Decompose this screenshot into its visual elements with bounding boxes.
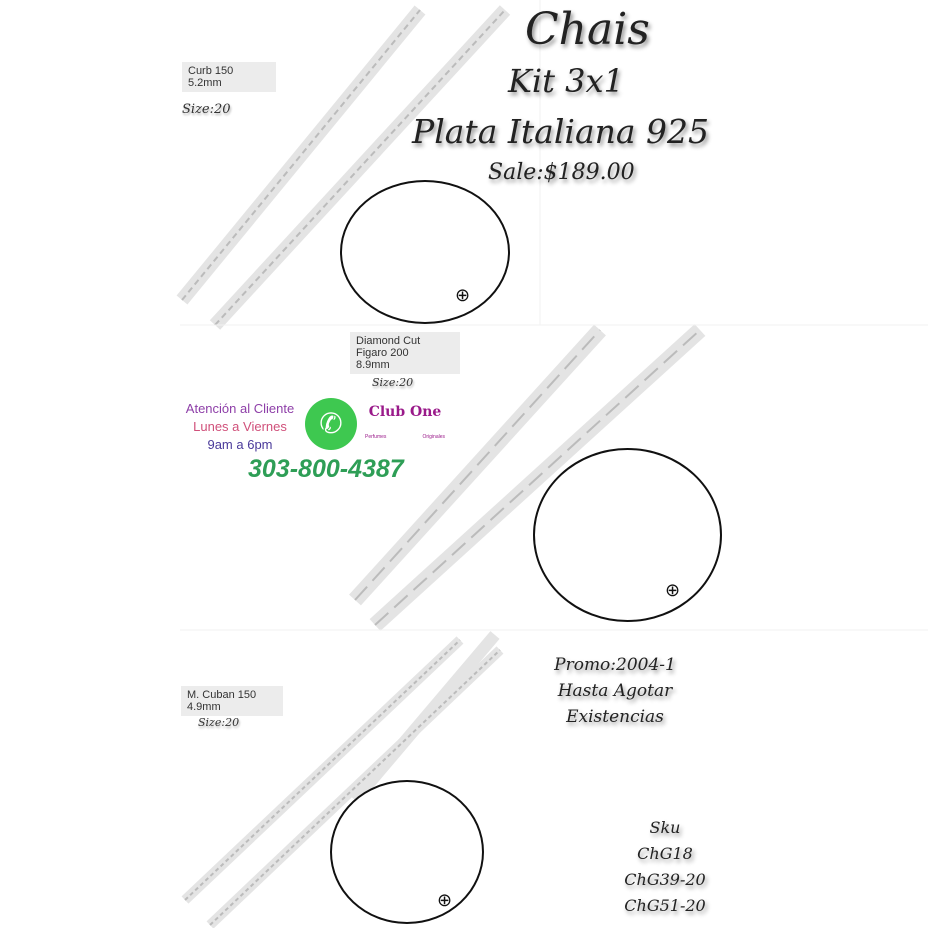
chain-size: Size:20 xyxy=(182,102,231,117)
chain-label-figaro: Diamond Cut Figaro 200 8.9mm xyxy=(350,332,460,374)
kit-text: Kit 3x1 xyxy=(508,62,624,100)
promo-block: Promo:2004-1 Hasta Agotar Existencias xyxy=(540,652,690,730)
title: Chais xyxy=(525,4,650,55)
sku-item: ChG18 xyxy=(637,844,693,863)
chain-label-cuban: M. Cuban 150 4.9mm xyxy=(181,686,283,716)
chain-name: Curb 150 xyxy=(188,65,234,77)
logo-tagline-right: Originales xyxy=(422,434,445,440)
promo-line2: Hasta Agotar xyxy=(557,681,673,701)
sku-item: ChG51-20 xyxy=(624,896,706,915)
promo-code: Promo:2004-1 xyxy=(554,655,676,675)
sku-label: Sku xyxy=(649,818,681,837)
logo-tagline-left: Perfumes xyxy=(365,434,387,440)
sku-item: ChG39-20 xyxy=(624,870,706,889)
zoom-in-icon[interactable]: ⊕ xyxy=(455,285,471,305)
curb-zoom-circle xyxy=(340,180,510,324)
chain-width: 8.9mm xyxy=(356,359,390,371)
chain-size: Size:20 xyxy=(198,716,240,729)
chain-name-2: Figaro 200 xyxy=(356,347,409,359)
service-days: Lunes a Viernes xyxy=(193,419,287,434)
chain-name: Diamond Cut xyxy=(356,335,421,347)
chain-size: Size:20 xyxy=(372,376,414,389)
zoom-in-icon[interactable]: ⊕ xyxy=(665,580,681,600)
customer-service: Atención al Cliente Lunes a Viernes 9am … xyxy=(180,400,300,454)
chain-width: 5.2mm xyxy=(188,77,222,89)
zoom-in-icon[interactable]: ⊕ xyxy=(437,890,453,910)
sale-price: Sale:$189.00 xyxy=(488,160,635,185)
service-hours: 9am a 6pm xyxy=(207,437,273,452)
cuban-zoom-circle xyxy=(330,780,484,924)
promo-line3: Existencias xyxy=(566,707,664,727)
chain-label-curb: Curb 150 5.2mm xyxy=(182,62,276,92)
figaro-zoom-circle xyxy=(533,448,722,622)
sku-block: Sku ChG18 ChG39-20 ChG51-20 xyxy=(610,815,720,919)
chain-name: M. Cuban 150 xyxy=(187,689,257,701)
logo-name: Club One xyxy=(368,404,442,420)
chain-width: 4.9mm xyxy=(187,701,221,713)
club-one-logo: Club One Perfumes Originales xyxy=(365,404,445,440)
material-text: Plata Italiana 925 xyxy=(412,112,710,151)
service-title: Atención al Cliente xyxy=(185,401,295,416)
phone-number[interactable]: 303-800-4387 xyxy=(248,455,404,483)
whatsapp-icon[interactable]: ✆ xyxy=(305,398,357,450)
